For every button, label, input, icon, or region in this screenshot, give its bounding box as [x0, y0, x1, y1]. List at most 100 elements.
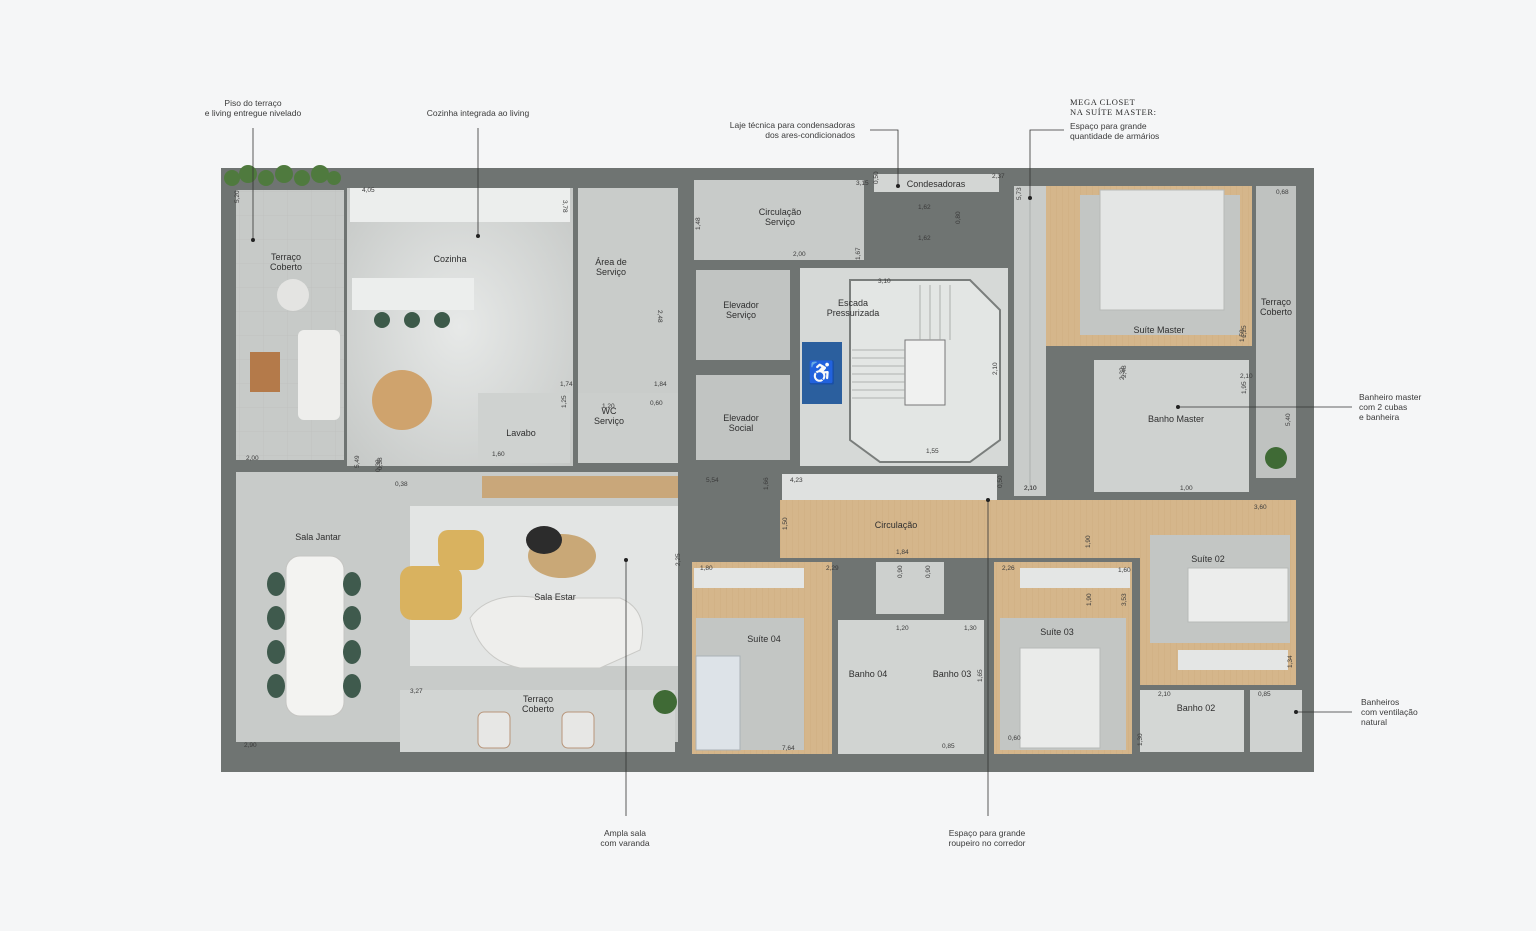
dimension-label: 2,25	[675, 553, 682, 566]
room-label-suite02: Suíte 02	[1191, 554, 1225, 564]
dimension-label: 1,30	[1137, 733, 1144, 746]
dimension-label: 1,74	[560, 381, 573, 388]
closet-banho	[876, 562, 944, 614]
dimension-label: 2,48	[656, 310, 663, 323]
dimension-label: 5,20	[234, 190, 241, 203]
dimension-label: 3,78	[561, 200, 568, 213]
dimension-label: 0,50	[873, 171, 880, 184]
room-label-elevador-social: Elevador	[723, 413, 759, 423]
annotation-mega-closet-desc: Espaço para grande	[1070, 121, 1147, 131]
dimension-label: 0,85	[1258, 691, 1271, 698]
dimension-label: 4,23	[790, 477, 803, 484]
dimension-label: 0,60	[1008, 735, 1021, 742]
dimension-label: 1,95	[1241, 381, 1248, 394]
annotation-ampla-sala: com varanda	[600, 838, 649, 848]
room-label-elevador-social: Social	[729, 423, 754, 433]
room-label-elevador-servico: Elevador	[723, 300, 759, 310]
dimension-label: 1,90	[1086, 593, 1093, 606]
dimension-label: 1,48	[695, 217, 702, 230]
wardrobe-04	[694, 568, 804, 588]
armchair-2	[438, 530, 484, 570]
annotation-banheiro-master: e banheira	[1359, 412, 1399, 422]
side-table	[526, 526, 562, 554]
dimension-label: 3,27	[410, 688, 423, 695]
bed-03	[1019, 647, 1101, 749]
annotation-mega-closet-title: NA SUÍTE MASTER:	[1070, 107, 1157, 117]
dimension-label: 3,53	[1121, 593, 1128, 606]
terrace-chair-2	[561, 711, 595, 749]
room-banho-02	[1140, 690, 1244, 752]
dimension-label: 1,67	[855, 247, 862, 260]
annotation-banheiro-master: com 2 cubas	[1359, 402, 1407, 412]
dimension-label: 2,10	[1158, 691, 1171, 698]
dimension-label: 2,10	[1024, 485, 1037, 492]
annotation-piso-terraco: e living entregue nivelado	[205, 108, 302, 118]
annotation-banheiros-ventilacao: natural	[1361, 717, 1387, 727]
dimension-label: 7,64	[782, 745, 795, 752]
dimension-label: 1,80	[700, 565, 713, 572]
room-label-escada: Escada	[838, 298, 868, 308]
plant-living	[653, 690, 677, 714]
dimension-label: 0,90	[925, 565, 932, 578]
dimension-label: 0,80	[955, 211, 962, 224]
room-label-terraco1: Coberto	[270, 262, 302, 272]
dimension-label: 2,10	[1024, 485, 1037, 492]
dimension-label: 0,60	[650, 400, 663, 407]
dimension-label: 2,32	[1119, 367, 1126, 380]
dimension-label: 5,40	[1285, 413, 1292, 426]
dimension-label: 2,26	[1002, 565, 1015, 572]
room-elevador-servico	[696, 270, 790, 360]
terrace-rug	[250, 352, 280, 392]
room-label-suite-master: Suíte Master	[1133, 325, 1184, 335]
dimension-label: 5,54	[706, 477, 719, 484]
dimension-label: 0,50	[997, 475, 1004, 488]
room-label-banho-master: Banho Master	[1148, 414, 1204, 424]
annotation-leaders	[251, 128, 1352, 816]
room-banho-master	[1094, 360, 1249, 492]
accessibility-area	[802, 342, 842, 404]
room-label-sala-jantar: Sala Jantar	[295, 532, 341, 542]
dimension-label: 5,49	[354, 455, 361, 468]
dimension-label: 0,90	[897, 565, 904, 578]
annotation-roupeiro: Espaço para grande	[949, 828, 1026, 838]
dimension-label: 1,60	[492, 451, 505, 458]
dimension-label: 2,90	[244, 742, 257, 749]
dimension-label: 2,29	[826, 565, 839, 572]
dimension-label: 1,62	[918, 204, 931, 211]
dimension-label: 1,20	[602, 403, 615, 410]
dimension-label: 0,38	[375, 459, 382, 472]
dimension-label: 2,10	[992, 362, 999, 375]
room-label-area-servico: Serviço	[596, 267, 626, 277]
island-stools	[374, 312, 450, 328]
room-condensadoras	[874, 174, 999, 192]
dimension-label: 0,38	[395, 481, 408, 488]
wardrobe-03	[1020, 568, 1130, 588]
dimension-label: 1,84	[896, 549, 909, 556]
dimension-label: 0,85	[942, 743, 955, 750]
bed-master	[1099, 189, 1225, 311]
room-label-terraco3: Coberto	[1260, 307, 1292, 317]
room-circulacao	[780, 500, 1152, 558]
dimension-label: 1,60	[1118, 567, 1131, 574]
room-banho-02-shower	[1250, 690, 1302, 752]
dimension-label: 0,38	[377, 457, 384, 470]
room-label-circ-servico: Circulação	[759, 207, 802, 217]
kitchen-table	[372, 370, 432, 430]
dining-chairs	[267, 572, 361, 698]
annotation-laje-tecnica: dos ares-condicionados	[765, 130, 855, 140]
dining-table	[285, 555, 345, 717]
terrace-chair-1	[477, 711, 511, 749]
dimension-label: 1,90	[1085, 535, 1092, 548]
annotation-mega-closet-title: MEGA CLOSET	[1070, 97, 1136, 107]
dimension-label: 1,00	[1180, 485, 1193, 492]
terrace-chair	[277, 279, 309, 311]
dimension-label: 1,50	[1239, 329, 1246, 342]
room-label-sala-estar: Sala Estar	[534, 592, 576, 602]
dimension-label: 2,00	[246, 455, 259, 462]
dimension-label: 1,62	[918, 235, 931, 242]
annotation-banheiro-master: Banheiro master	[1359, 392, 1422, 402]
annotation-cozinha-integrada: Cozinha integrada ao living	[427, 108, 530, 118]
